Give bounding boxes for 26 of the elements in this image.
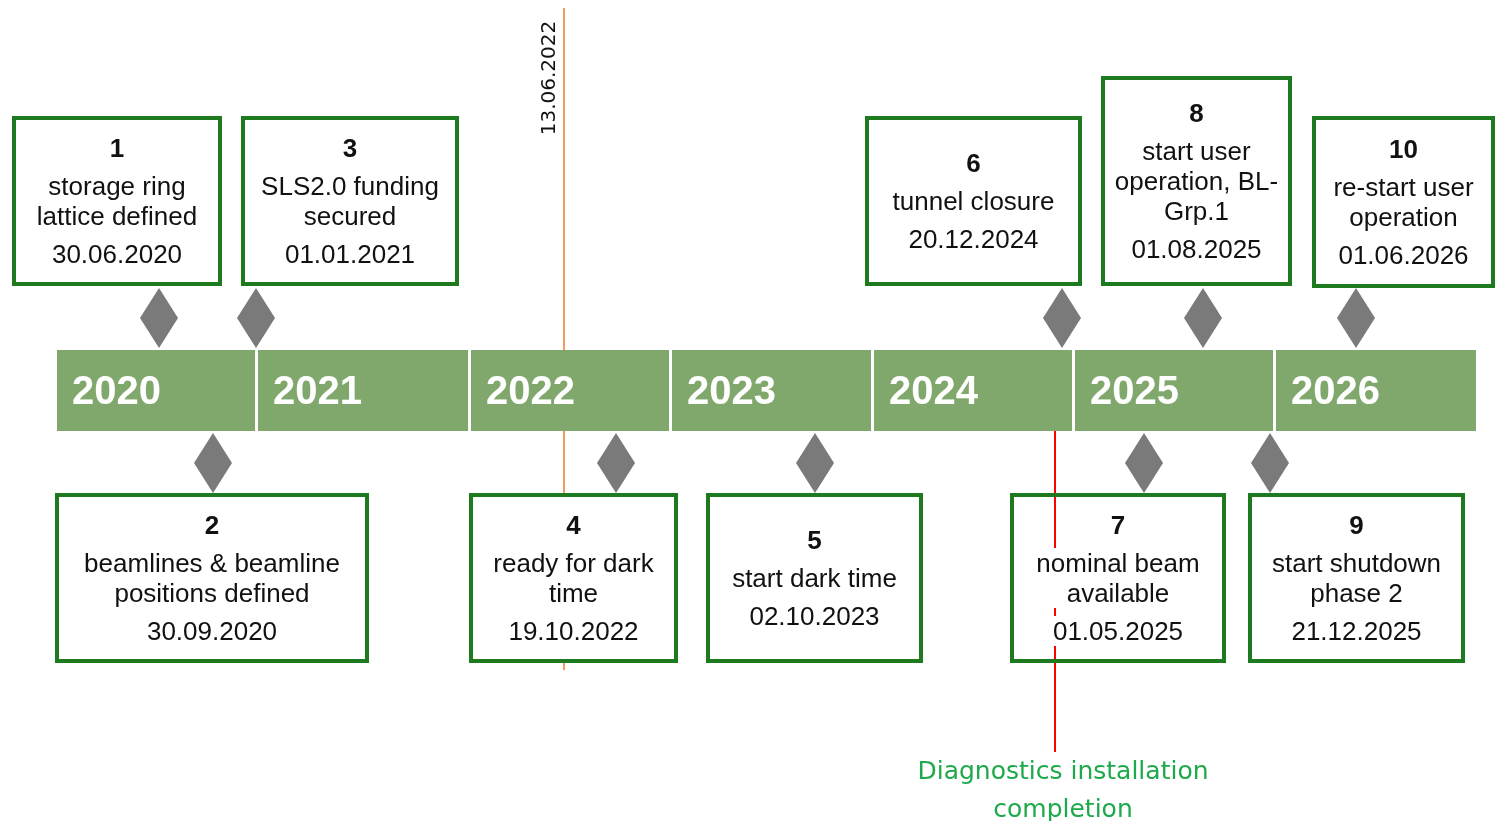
year-label: 2022 bbox=[485, 368, 575, 413]
year-label: 2025 bbox=[1089, 368, 1179, 413]
year-segment bbox=[874, 350, 1072, 431]
milestone-box bbox=[1101, 76, 1292, 286]
milestone-box bbox=[1248, 493, 1465, 663]
milestone-box bbox=[706, 493, 923, 663]
year-label: 2023 bbox=[686, 368, 776, 413]
year-segment bbox=[672, 350, 871, 431]
milestone-box bbox=[241, 116, 459, 286]
milestone-date: 01.05.2025 bbox=[1052, 616, 1184, 646]
milestone-box bbox=[1010, 493, 1226, 663]
milestone-box bbox=[865, 116, 1082, 286]
milestone-box bbox=[55, 493, 369, 663]
year-label: 2026 bbox=[1290, 368, 1380, 413]
year-label: 2024 bbox=[888, 368, 978, 413]
year-segment bbox=[57, 350, 255, 431]
milestone-box bbox=[12, 116, 222, 286]
milestone-box bbox=[1312, 116, 1495, 288]
year-label: 2021 bbox=[272, 368, 362, 413]
year-segment bbox=[258, 350, 468, 431]
year-label: 2020 bbox=[71, 368, 161, 413]
year-segment bbox=[1276, 350, 1476, 431]
year-segment bbox=[471, 350, 669, 431]
milestone-box bbox=[469, 493, 678, 663]
date-label: 13.06.2022 bbox=[536, 19, 560, 138]
year-segment bbox=[1075, 350, 1273, 431]
